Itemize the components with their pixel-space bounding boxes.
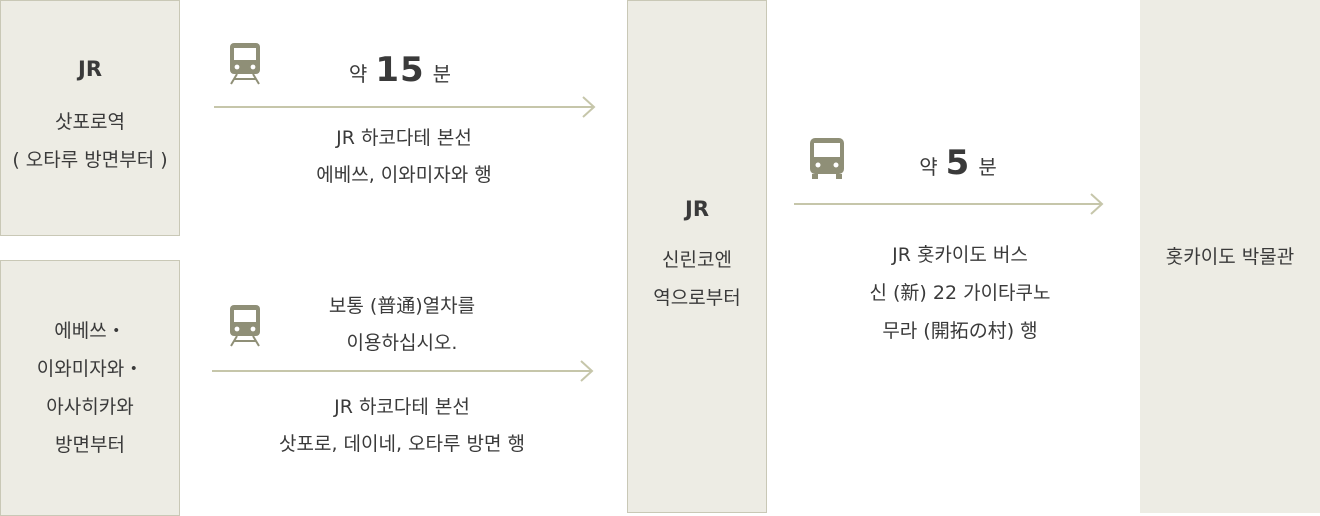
transfer-station-name-1: 신린코엔 [662,248,732,271]
destination-name: 홋카이도 박물관 [1165,246,1295,268]
bus-icon [810,138,844,179]
local-route-line: JR 하코다테 본선 [334,396,470,418]
origin-sapporo-line: JR [78,57,102,81]
transfer-station-name-2: 역으로부터 [653,286,741,309]
origin-sapporo-station: 삿포로역 [55,111,125,133]
local-train-note-1: 보통 (普通)열차를 [328,295,476,317]
bus-time-unit: 분 [978,155,997,179]
rapid-time-unit: 분 [432,62,452,86]
rapid-route-line: JR 하코다테 본선 [336,127,472,149]
train-icon [230,43,260,85]
origin-other-line-2: 이와미자와・ [36,358,144,380]
local-train-note-2: 이용하십시오. [346,332,458,354]
destination-box: 홋카이도 박물관 [1140,0,1320,513]
bus-route-destination: 무라 (開拓の村) 행 [882,320,1038,342]
rapid-time-value: 15 [375,50,425,90]
bus-time-prefix: 약 [919,155,938,179]
bus-time-value: 5 [945,143,971,183]
rapid-travel-time: 약 15 분 [340,50,460,90]
rapid-route-arrow [214,96,596,118]
local-route-arrow [212,360,594,382]
rapid-route-destination: 에베쓰, 이와미자와 행 [316,164,492,186]
transfer-station-line: JR [685,196,709,221]
origin-other-line-4: 방면부터 [55,434,125,456]
transfer-station-box: JR 신린코엔 역으로부터 [627,0,767,513]
bus-route-arrow [794,193,1104,215]
origin-other-box: 에베쓰・ 이와미자와・ 아사히카와 방면부터 [0,260,180,516]
train-icon [230,305,260,347]
bus-route-stop: 신 (新) 22 가이타쿠노 [869,282,1051,304]
rapid-time-prefix: 약 [348,62,368,86]
bus-travel-time: 약 5 분 [898,143,1018,183]
origin-sapporo-note: ( 오타루 방면부터 ) [12,149,168,171]
origin-other-line-1: 에베쓰・ [54,320,126,342]
bus-route-line: JR 홋카이도 버스 [892,244,1028,266]
origin-other-line-3: 아사히카와 [46,396,134,418]
local-route-destination: 삿포로, 데이네, 오타루 방면 행 [279,433,525,455]
origin-sapporo-box: JR 삿포로역 ( 오타루 방면부터 ) [0,0,180,236]
